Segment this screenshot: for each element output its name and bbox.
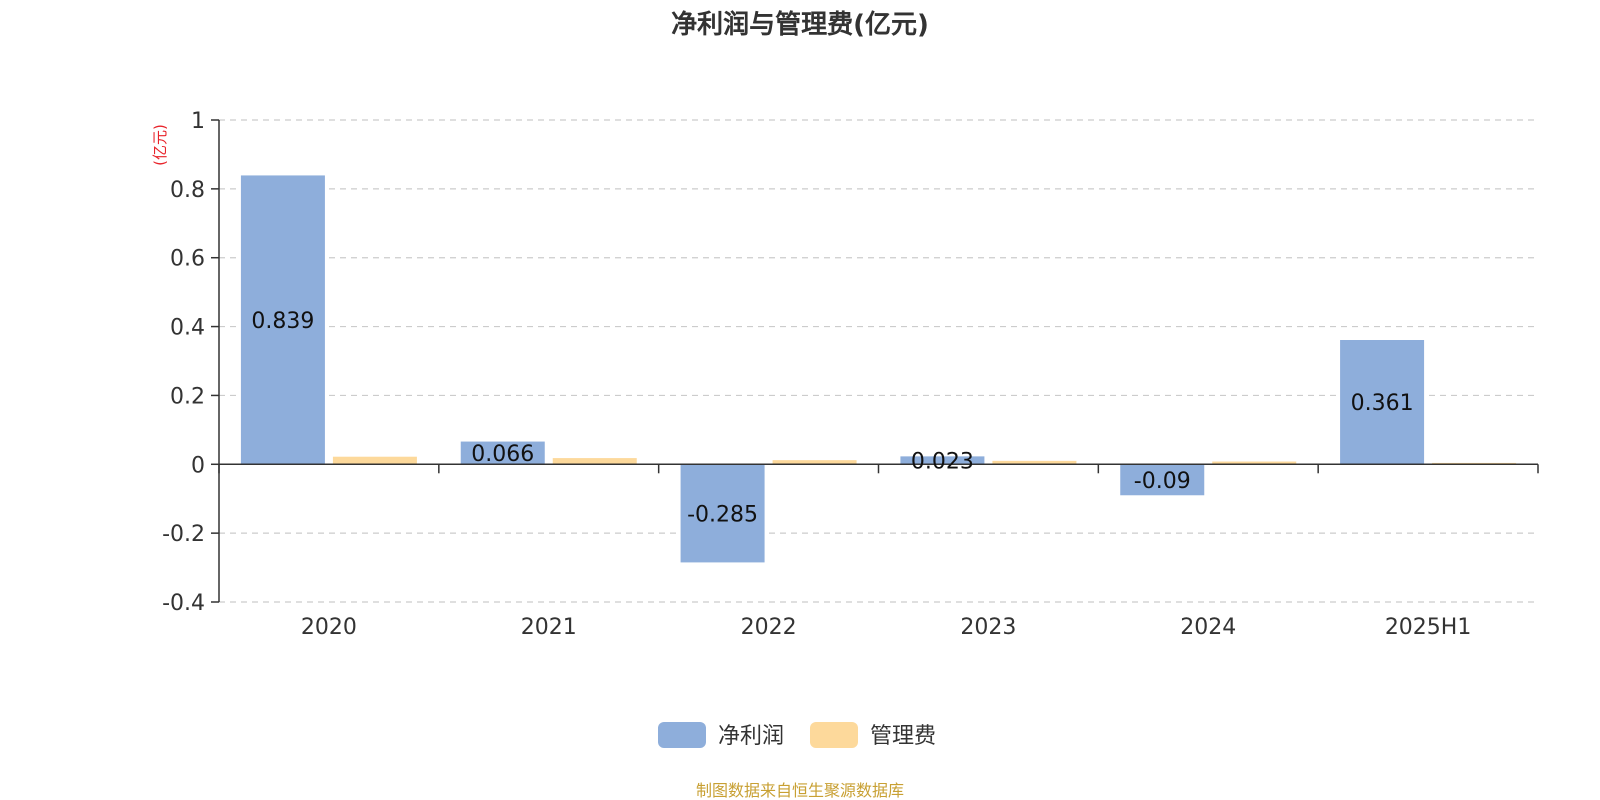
x-category-label: 2023 xyxy=(960,615,1016,640)
chart-title: 净利润与管理费(亿元) xyxy=(671,9,929,40)
net-profit-bar-2020[interactable] xyxy=(240,175,325,465)
admin-expense-bar-2021[interactable] xyxy=(552,458,637,465)
y-tick-label: 0 xyxy=(191,453,205,478)
axes: 1 0.8 0.6 0.4 0.2 0 -0.2 -0.4 2020 2021 2022 2023 20… xyxy=(162,109,1539,640)
data-label: -0.09 xyxy=(1134,469,1191,494)
legend-swatch[interactable] xyxy=(810,722,858,748)
y-axis-unit: (亿元) xyxy=(151,124,169,166)
bars xyxy=(240,175,1517,563)
data-label: 0.023 xyxy=(911,449,974,474)
net-profit-bar-2025H1[interactable] xyxy=(1340,339,1425,465)
x-category-label: 2024 xyxy=(1180,615,1236,640)
y-tick-label: -0.2 xyxy=(162,522,205,547)
legend-label[interactable]: 净利润 xyxy=(718,724,784,749)
y-tick-label: 0.2 xyxy=(170,384,205,409)
x-category-label: 2022 xyxy=(741,615,797,640)
admin-expense-bar-2022[interactable] xyxy=(772,460,857,465)
admin-expense-bar-2024[interactable] xyxy=(1212,461,1297,465)
y-tick-label: 0.6 xyxy=(170,247,205,272)
x-category-label: 2021 xyxy=(521,615,577,640)
net-profit-bar-2023[interactable] xyxy=(900,456,985,465)
x-category-label: 2025H1 xyxy=(1385,615,1472,640)
y-tick-label: 1 xyxy=(191,109,205,134)
data-label: 0.066 xyxy=(471,442,534,467)
data-labels: 0.839 0.066 -0.285 0.023 -0.09 0.361 xyxy=(251,309,1413,527)
net-profit-bar-2024[interactable] xyxy=(1120,464,1205,496)
admin-expense-bar-2023[interactable] xyxy=(992,460,1077,465)
legend-swatch[interactable] xyxy=(658,722,706,748)
y-tick-label: 0.4 xyxy=(170,316,205,341)
legend-label[interactable]: 管理费 xyxy=(870,724,936,749)
data-label: 0.839 xyxy=(251,309,314,334)
source-note: 制图数据来自恒生聚源数据库 xyxy=(696,781,904,800)
data-label: -0.285 xyxy=(687,502,758,527)
data-label: 0.361 xyxy=(1351,391,1414,416)
y-tick-label: -0.4 xyxy=(162,591,205,616)
x-category-label: 2020 xyxy=(301,615,357,640)
admin-expense-bar-2020[interactable] xyxy=(332,456,417,465)
y-tick-label: 0.8 xyxy=(170,178,205,203)
net-profit-bar-2022[interactable] xyxy=(680,464,765,563)
net-profit-bar-2021[interactable] xyxy=(460,441,545,465)
legend[interactable]: 净利润 管理费 xyxy=(658,722,936,749)
